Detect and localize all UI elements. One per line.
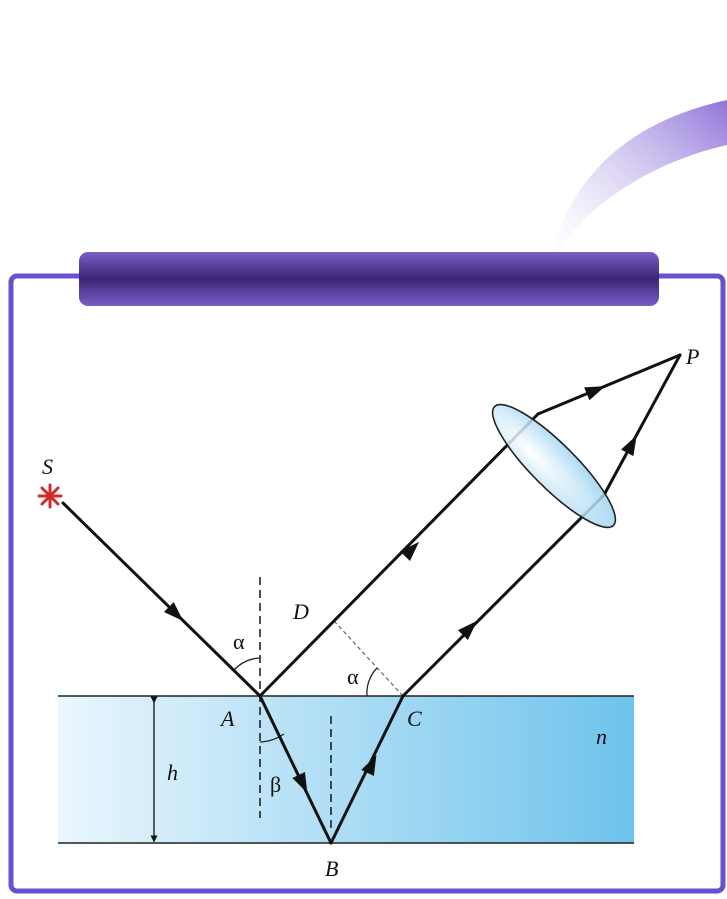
header-bar	[79, 252, 659, 306]
wavefront-cd	[334, 621, 404, 697]
angle-arc-alpha-c	[366, 667, 378, 697]
arrow-to-p-upper	[584, 386, 606, 401]
label-point-c: C	[407, 706, 422, 731]
film-medium	[58, 696, 634, 843]
label-angle-alpha-c: α	[347, 664, 359, 689]
arrow-bc	[361, 755, 377, 777]
asterisk-star-icon	[37, 483, 63, 509]
arrow-emergent-c	[457, 620, 478, 641]
converging-lens	[491, 403, 617, 529]
arrow-reflected-a	[399, 541, 420, 562]
label-point-b: B	[325, 856, 338, 881]
label-source-s: S	[42, 454, 53, 479]
label-thickness-h: h	[167, 760, 178, 785]
angle-arc-alpha-a	[233, 657, 261, 671]
ray-incident-sa	[61, 501, 262, 698]
arrow-refracted	[292, 771, 308, 794]
angle-arc-beta	[259, 733, 285, 743]
ray-emergent-c	[401, 493, 606, 698]
label-point-p: P	[685, 344, 699, 369]
label-angle-beta: β	[270, 772, 281, 797]
ray-refracted-ab	[258, 694, 333, 845]
label-point-a: A	[219, 706, 235, 731]
label-point-d: D	[292, 599, 309, 624]
ray-reflected-a	[258, 412, 540, 698]
ray-to-p-lower	[602, 353, 682, 497]
label-angle-alpha-a: α	[233, 629, 245, 654]
ray-to-p-upper	[536, 353, 682, 416]
label-refractive-index-n: n	[596, 724, 607, 749]
arrow-to-p-lower	[621, 435, 637, 457]
arrow-incident	[163, 602, 184, 621]
decorative-swoosh	[553, 100, 727, 250]
